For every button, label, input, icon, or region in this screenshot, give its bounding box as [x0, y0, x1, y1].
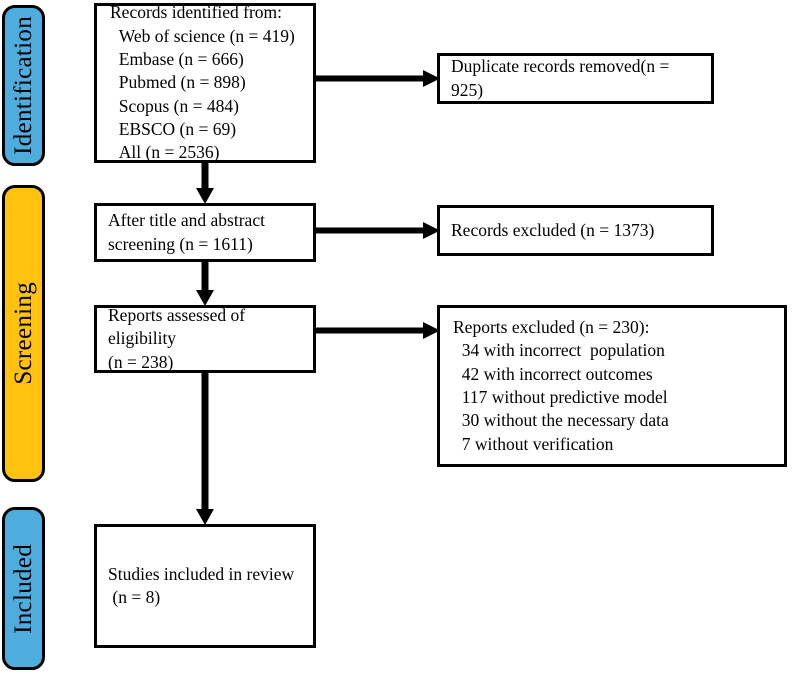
arrow-eligibility-to-reports-excluded	[313, 318, 441, 343]
arrow-identified-to-screening	[188, 163, 222, 205]
box-reports-assessed-of-eligibility-text: Reports assessed of eligibility (n = 238…	[108, 304, 246, 372]
box-duplicate-records-removed: Duplicate records removed(n = 925)	[437, 53, 714, 104]
box-records-identified-text: Records identified from: Web of science …	[110, 2, 295, 163]
box-reports-assessed-of-eligibility: Reports assessed of eligibility (n = 238…	[94, 305, 316, 373]
box-reports-excluded-text: Reports excluded (n = 230): 34 with inco…	[453, 316, 669, 454]
stage-pill-identification: Identification	[2, 5, 45, 166]
stage-pill-included: Included	[2, 507, 45, 670]
arrow-identified-to-duplicates	[313, 66, 441, 91]
box-after-title-abstract-screening-text: After title and abstract screening (n = …	[108, 210, 265, 254]
stage-label-included: Included	[10, 543, 37, 634]
box-studies-included-in-review: Studies included in review (n = 8)	[94, 524, 316, 648]
box-records-identified: Records identified from: Web of science …	[94, 2, 316, 163]
stage-label-screening: Screening	[10, 282, 37, 385]
box-studies-included-in-review-text: Studies included in review (n = 8)	[108, 563, 295, 607]
box-after-title-abstract-screening: After title and abstract screening (n = …	[94, 203, 316, 262]
stage-label-identification: Identification	[10, 16, 37, 155]
box-reports-excluded: Reports excluded (n = 230): 34 with inco…	[437, 305, 787, 467]
box-duplicate-records-removed-text: Duplicate records removed(n = 925)	[451, 56, 674, 100]
stage-pill-screening: Screening	[2, 185, 45, 482]
arrow-screening-to-records-excluded	[313, 218, 441, 243]
arrow-eligibility-to-included	[188, 373, 222, 526]
box-records-excluded-text: Records excluded (n = 1373)	[451, 219, 655, 240]
arrow-screening-to-eligibility	[188, 262, 222, 307]
box-records-excluded: Records excluded (n = 1373)	[437, 205, 714, 256]
